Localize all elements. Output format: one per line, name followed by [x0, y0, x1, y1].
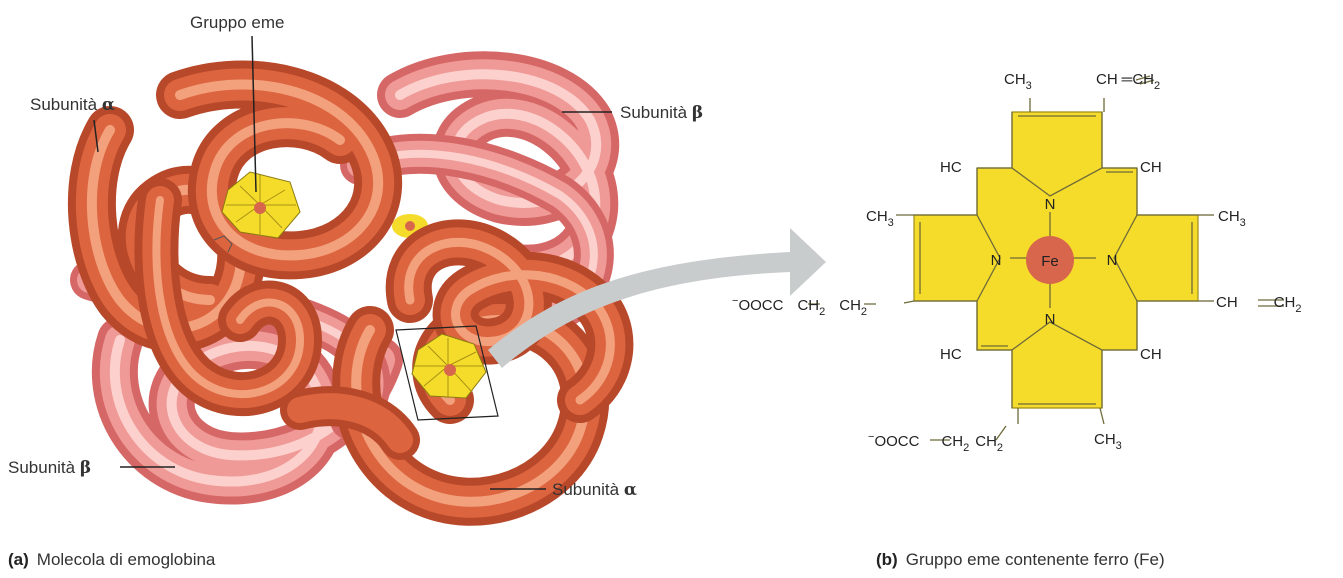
- svg-text:Subunità α: Subunità α: [552, 480, 637, 500]
- caption-a-letter: (a): [8, 550, 29, 569]
- meso-ch-top: CH: [1140, 159, 1162, 176]
- methyl-right: CH3: [1218, 208, 1246, 229]
- caption-a: (a) Molecola di emoglobina: [8, 550, 215, 570]
- meso-ch-bottom: CH: [1140, 346, 1162, 363]
- nitrogen-bottom: N: [1045, 311, 1056, 328]
- nitrogen-left: N: [991, 252, 1002, 269]
- methyl-top: CH3: [1004, 71, 1032, 92]
- methyl-left: CH3: [866, 208, 894, 229]
- svg-text:Subunità β: Subunità β: [620, 103, 703, 123]
- vinyl-top: CH═CH2: [1096, 71, 1160, 92]
- svg-text:Gruppo eme: Gruppo eme: [190, 13, 285, 32]
- hemoglobin-molecule: [90, 74, 610, 501]
- svg-text:Subunità β: Subunità β: [8, 458, 91, 478]
- caption-b-letter: (b): [876, 550, 898, 569]
- caption-b-text: Gruppo eme contenente ferro (Fe): [906, 550, 1165, 569]
- meso-hc-bottom: HC: [940, 346, 962, 363]
- methyl-bottom: CH3: [1094, 431, 1122, 452]
- nitrogen-right: N: [1107, 252, 1118, 269]
- caption-a-text: Molecola di emoglobina: [37, 550, 216, 569]
- nitrogen-top: N: [1045, 196, 1056, 213]
- iron-label: Fe: [1041, 253, 1059, 270]
- caption-b: (b) Gruppo eme contenente ferro (Fe): [876, 550, 1165, 570]
- svg-text:Subunità α: Subunità α: [30, 95, 115, 115]
- meso-hc-top: HC: [940, 159, 962, 176]
